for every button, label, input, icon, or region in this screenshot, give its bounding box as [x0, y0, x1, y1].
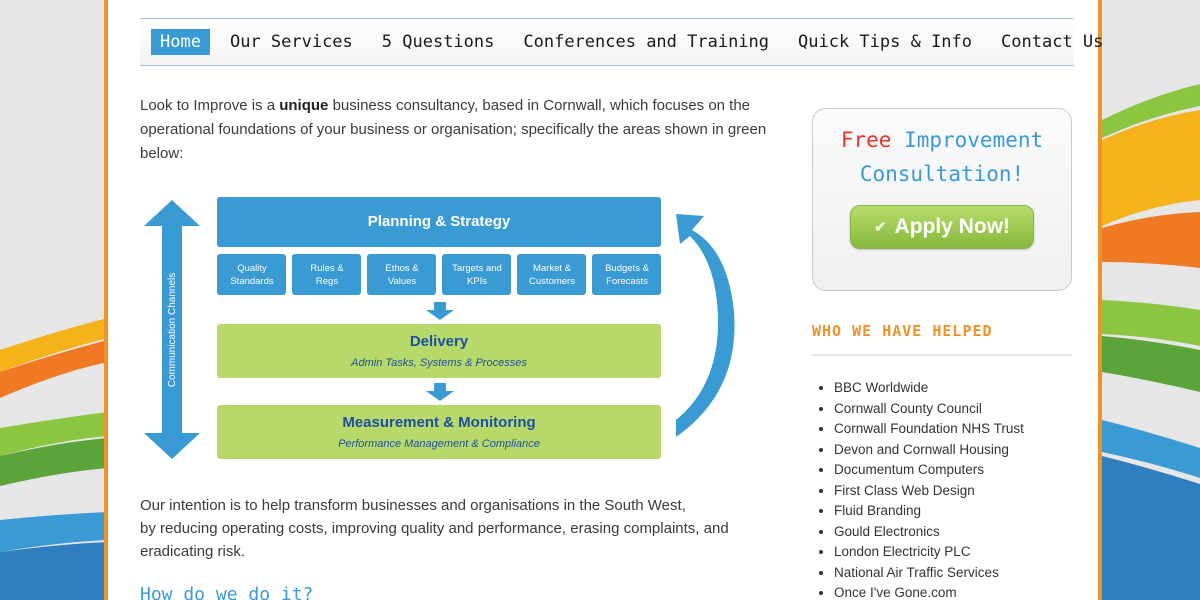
free-label: Free — [840, 128, 892, 152]
free-consultation-panel: Free Improvement Consultation! ✔ Apply N… — [812, 108, 1072, 291]
svg-text:Quality: Quality — [237, 263, 267, 274]
list-item: Cornwall County Council — [834, 399, 1024, 420]
svg-text:Budgets &: Budgets & — [605, 263, 649, 274]
client-list: BBC Worldwide Cornwall County Council Co… — [834, 378, 1024, 600]
measurement-sub-label: Performance Management & Compliance — [338, 438, 540, 450]
outro-paragraph: Our intention is to help transform busin… — [140, 497, 729, 560]
down-arrow-icon — [426, 302, 454, 320]
delivery-sub-label: Admin Tasks, Systems & Processes — [350, 357, 527, 369]
intro-emphasis: unique — [279, 97, 329, 114]
svg-text:Customers: Customers — [529, 276, 575, 287]
sub-box-quality: Quality Standards — [217, 254, 286, 295]
planning-strategy-label: Planning & Strategy — [368, 213, 511, 230]
svg-text:Ethos &: Ethos & — [385, 263, 419, 274]
measurement-box: Measurement & Monitoring Performance Man… — [217, 405, 661, 459]
nav-5-questions[interactable]: 5 Questions — [381, 32, 495, 52]
consultation-title: Free Improvement Consultation! — [840, 128, 1044, 186]
sub-box-budgets: Budgets & Forecasts — [592, 254, 661, 295]
list-item: Documentum Computers — [834, 460, 1024, 481]
list-item: Cornwall Foundation NHS Trust — [834, 419, 1024, 440]
list-item: London Electricity PLC — [834, 542, 1024, 563]
nav-conferences-training[interactable]: Conferences and Training — [523, 32, 770, 52]
list-item: Gould Electronics — [834, 522, 1024, 543]
list-item: National Air Traffic Services — [834, 563, 1024, 584]
main-nav: Home Our Services 5 Questions Conference… — [140, 18, 1103, 66]
svg-text:Standards: Standards — [230, 276, 274, 287]
svg-text:Forecasts: Forecasts — [606, 276, 648, 287]
operations-diagram: Communication Channels Planning & Strate… — [144, 197, 735, 459]
delivery-box: Delivery Admin Tasks, Systems & Processe… — [217, 324, 661, 378]
down-arrow-icon — [426, 383, 454, 401]
nav-quick-tips[interactable]: Quick Tips & Info — [798, 32, 973, 52]
content-page: Home Our Services 5 Questions Conference… — [104, 0, 1103, 600]
svg-text:Regs: Regs — [316, 276, 338, 287]
list-item: BBC Worldwide — [834, 378, 1024, 399]
sub-box-rules: Rules & Regs — [292, 254, 361, 295]
list-item: Devon and Cornwall Housing — [834, 440, 1024, 461]
svg-text:Targets and: Targets and — [452, 263, 502, 274]
communication-channels-arrow: Communication Channels — [144, 200, 200, 459]
nav-contact-us[interactable]: Contact Us — [1001, 32, 1104, 52]
list-item: Once I've Gone.com — [834, 583, 1024, 600]
sub-box-ethos: Ethos & Values — [367, 254, 436, 295]
sub-box-market: Market & Customers — [517, 254, 586, 295]
apply-now-button[interactable]: ✔ Apply Now! — [850, 205, 1034, 249]
feedback-loop-arrow-icon — [676, 214, 735, 437]
nav-our-services[interactable]: Our Services — [229, 32, 353, 52]
list-item: First Class Web Design — [834, 481, 1024, 502]
delivery-label: Delivery — [410, 333, 469, 350]
svg-text:Rules &: Rules & — [310, 263, 344, 274]
sub-box-targets: Targets and KPIs — [442, 254, 511, 295]
intro-paragraph: Look to Improve is a unique business con… — [140, 97, 767, 162]
svg-text:Values: Values — [388, 276, 417, 287]
communication-channels-label: Communication Channels — [167, 273, 178, 388]
planning-strategy-box: Planning & Strategy — [217, 197, 661, 247]
who-we-have-helped-heading: WHO WE HAVE HELPED — [812, 322, 1072, 356]
nav-home[interactable]: Home — [151, 29, 210, 55]
svg-text:Market &: Market & — [533, 263, 572, 274]
list-item: Fluid Branding — [834, 501, 1024, 522]
svg-text:KPIs: KPIs — [467, 276, 487, 287]
how-do-we-do-it-heading: How do we do it? — [140, 584, 314, 600]
checkmark-icon: ✔ — [873, 219, 887, 236]
measurement-label: Measurement & Monitoring — [342, 414, 535, 431]
